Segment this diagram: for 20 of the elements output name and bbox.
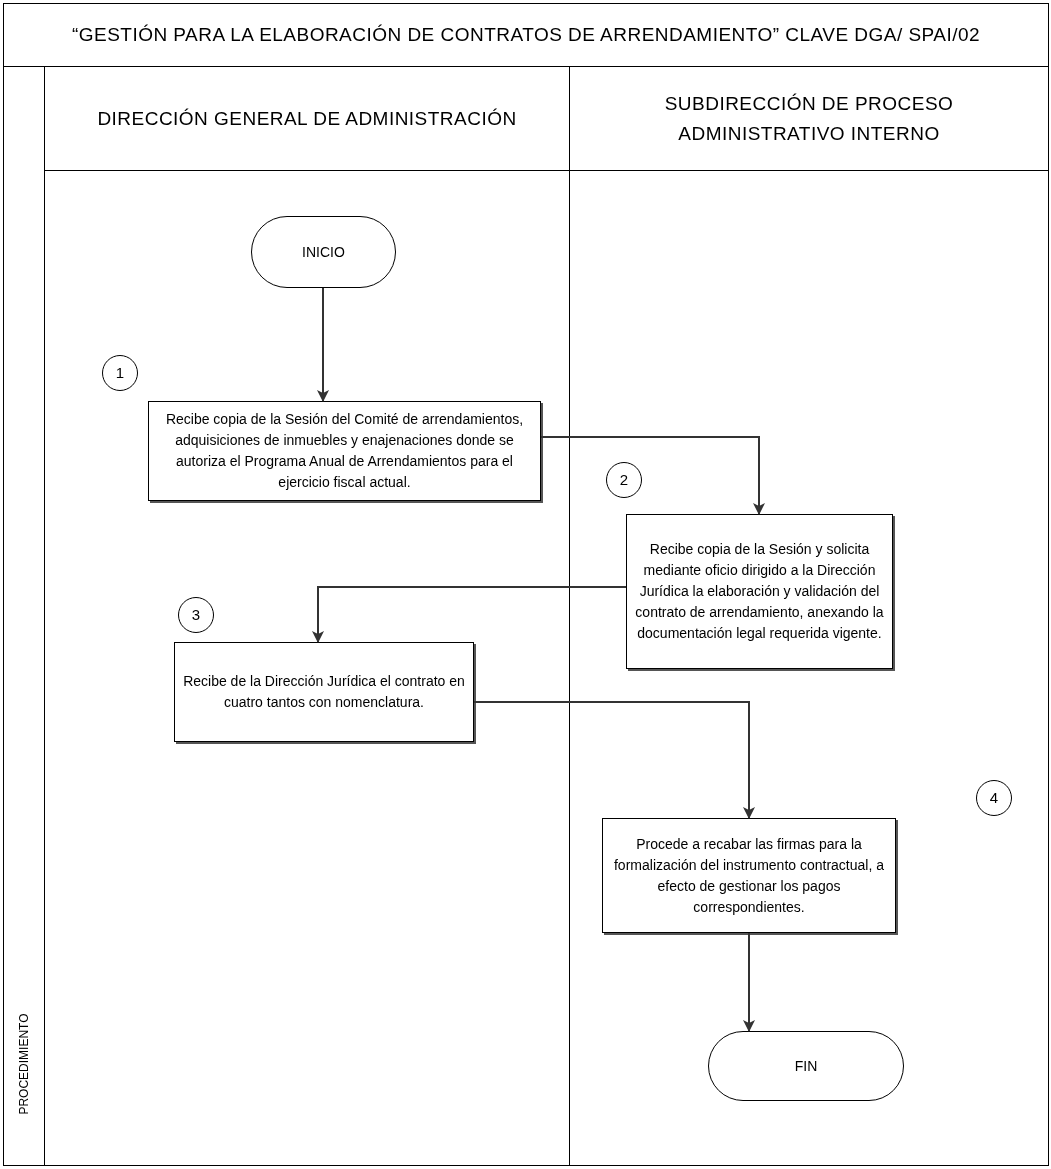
arrow	[312, 586, 627, 643]
process-box	[602, 818, 896, 933]
arrow	[317, 287, 329, 402]
process-text: Recibe copia de la Sesión del Comité de arrendamientos, adquisiciones de inmuebles y enajenaciones donde se autoriza el Programa Anual de Arrendamientos para el ejercicio fiscal actual.	[164, 410, 525, 492]
terminal-label: INICIO	[302, 242, 345, 262]
process-box	[626, 514, 893, 669]
arrow	[743, 932, 755, 1032]
arrow	[540, 436, 765, 515]
process-box	[148, 401, 541, 501]
band-label: PROCEDIMIENTO	[15, 1013, 32, 1115]
arrow	[473, 701, 755, 819]
diagram-title: “GESTIÓN PARA LA ELABORACIÓN DE CONTRATOS DE ARRENDAMIENTO” CLAVE DGA/ SPAI/02	[71, 23, 981, 47]
lane-header: SUBDIRECCIÓN DE PROCESO ADMINISTRATIVO INTERNO	[663, 91, 955, 146]
process-box	[174, 642, 474, 742]
process-text: Recibe copia de la Sesión y solicita mediante oficio dirigido a la Dirección Jurídica la elaboración y validación del contrato de arrendamiento, anexando la documentación legal requerida vigente.	[635, 540, 884, 643]
lane-header: DIRECCIÓN GENERAL DE ADMINISTRACIÓN	[97, 106, 517, 131]
process-text: Procede a recabar las firmas para la formalización del instrumento contractual, a efecto de gestionar los pagos correspondientes.	[613, 834, 885, 917]
swimlane	[45, 67, 570, 1165]
process-text: Recibe de la Dirección Jurídica el contrato en cuatro tantos con nomenclatura.	[183, 672, 465, 712]
terminal-label: FIN	[794, 1056, 818, 1076]
